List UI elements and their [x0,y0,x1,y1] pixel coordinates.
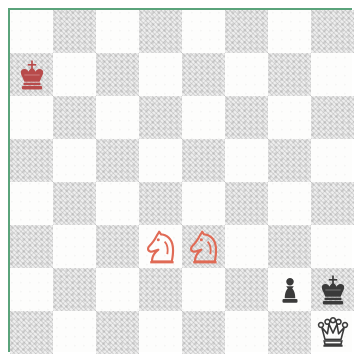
square-c7[interactable] [96,53,139,96]
square-b1[interactable] [53,311,96,354]
square-b2[interactable] [53,268,96,311]
square-c1[interactable] [96,311,139,354]
square-f5[interactable] [225,139,268,182]
black-pawn-icon[interactable] [268,268,311,311]
square-b6[interactable] [53,96,96,139]
square-e6[interactable] [182,96,225,139]
square-e2[interactable] [182,268,225,311]
square-a4[interactable] [10,182,53,225]
square-a3[interactable] [10,225,53,268]
square-a2[interactable] [10,268,53,311]
square-b5[interactable] [53,139,96,182]
square-f8[interactable] [225,10,268,53]
square-b4[interactable] [53,182,96,225]
square-g8[interactable] [268,10,311,53]
black-queen-icon[interactable] [311,311,354,354]
black-king-icon[interactable] [311,268,354,311]
square-a1[interactable] [10,311,53,354]
square-c4[interactable] [96,182,139,225]
square-d7[interactable] [139,53,182,96]
square-a5[interactable] [10,139,53,182]
square-h3[interactable] [311,225,354,268]
red-king-icon[interactable] [10,53,53,96]
square-g6[interactable] [268,96,311,139]
square-d8[interactable] [139,10,182,53]
red-knight-icon[interactable] [182,225,225,268]
square-b8[interactable] [53,10,96,53]
chess-board [8,8,352,352]
square-c3[interactable] [96,225,139,268]
square-h6[interactable] [311,96,354,139]
square-h5[interactable] [311,139,354,182]
square-a6[interactable] [10,96,53,139]
square-f1[interactable] [225,311,268,354]
square-g1[interactable] [268,311,311,354]
square-d4[interactable] [139,182,182,225]
square-g3[interactable] [268,225,311,268]
square-d2[interactable] [139,268,182,311]
square-b7[interactable] [53,53,96,96]
square-c2[interactable] [96,268,139,311]
square-g4[interactable] [268,182,311,225]
red-knight-icon[interactable] [139,225,182,268]
square-f4[interactable] [225,182,268,225]
square-b3[interactable] [53,225,96,268]
square-e7[interactable] [182,53,225,96]
square-f2[interactable] [225,268,268,311]
square-c8[interactable] [96,10,139,53]
square-f7[interactable] [225,53,268,96]
square-a8[interactable] [10,10,53,53]
square-c5[interactable] [96,139,139,182]
square-c6[interactable] [96,96,139,139]
square-h7[interactable] [311,53,354,96]
square-h8[interactable] [311,10,354,53]
square-d1[interactable] [139,311,182,354]
square-e4[interactable] [182,182,225,225]
square-e5[interactable] [182,139,225,182]
square-e8[interactable] [182,10,225,53]
square-d5[interactable] [139,139,182,182]
square-g5[interactable] [268,139,311,182]
square-f6[interactable] [225,96,268,139]
square-f3[interactable] [225,225,268,268]
square-d6[interactable] [139,96,182,139]
square-e1[interactable] [182,311,225,354]
square-g7[interactable] [268,53,311,96]
square-h4[interactable] [311,182,354,225]
